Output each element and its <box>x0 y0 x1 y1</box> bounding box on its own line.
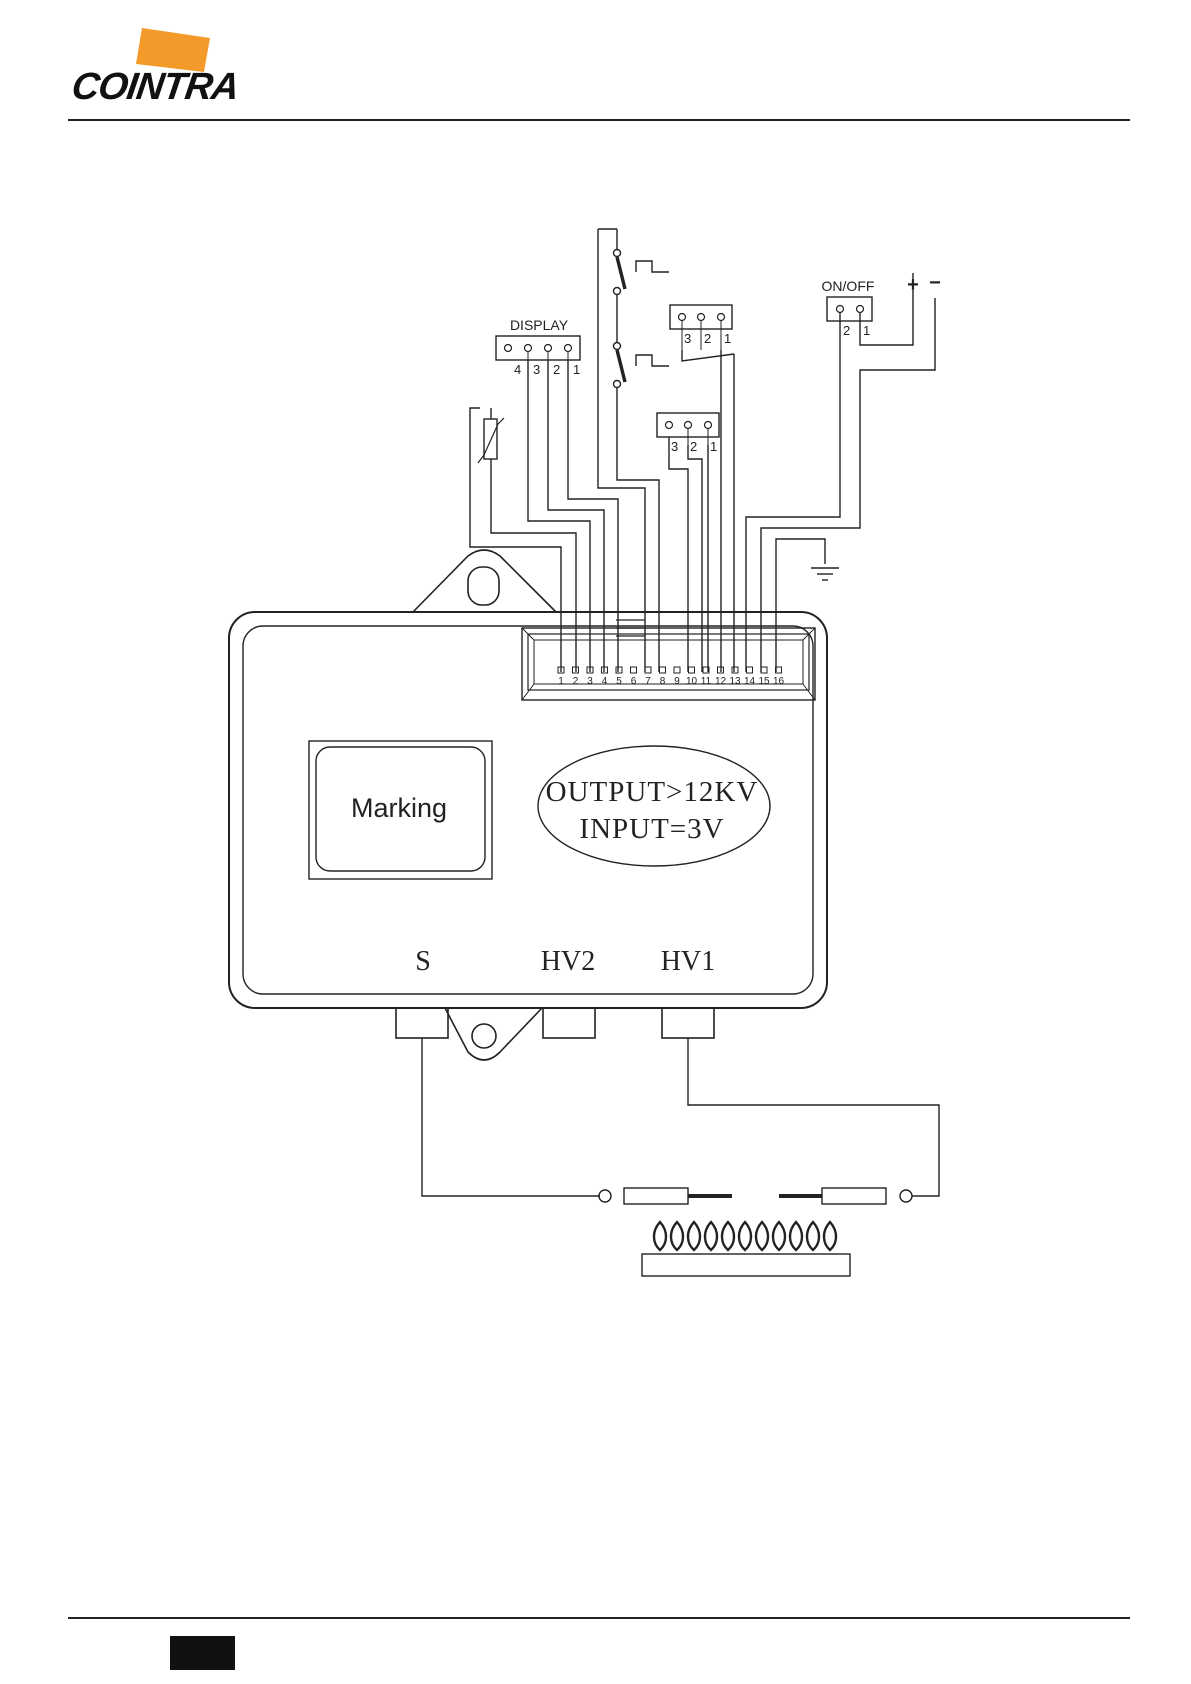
terminal-pin-label: 4 <box>602 676 608 687</box>
spec-ellipse: OUTPUT>12KV INPUT=3V <box>538 746 770 866</box>
terminal-pin-label: 1 <box>558 676 564 687</box>
terminal-pin-label: 2 <box>573 676 579 687</box>
terminal-pin-label: 5 <box>616 676 622 687</box>
terminal-pin-label: 8 <box>660 676 666 687</box>
terminal-pin-square <box>674 667 680 673</box>
output-label-hv1: HV1 <box>661 946 715 977</box>
connector-b-pin-1: 1 <box>710 439 717 454</box>
onoff-pin-1: 1 <box>863 323 870 338</box>
electrode-wiring <box>422 1038 939 1204</box>
flame-icon <box>807 1222 819 1250</box>
flame-icon <box>654 1222 666 1250</box>
flame-icon <box>671 1222 683 1250</box>
microswitches <box>598 229 669 388</box>
marking-label: Marking <box>351 793 447 823</box>
flame-icons <box>654 1222 836 1250</box>
terminal-pin-square <box>689 667 695 673</box>
flame-icon <box>739 1222 751 1250</box>
terminal-pin-square <box>732 667 738 673</box>
connector-b-pin-2: 2 <box>690 439 697 454</box>
terminal-pin-label: 13 <box>729 676 741 687</box>
flame-icon <box>722 1222 734 1250</box>
spec-input-text: INPUT=3V <box>579 813 724 845</box>
connector-a-pin-2: 2 <box>704 331 711 346</box>
display-pin-4: 4 <box>514 362 521 377</box>
onoff-connector: ON/OFF 2 1 <box>822 278 875 338</box>
terminal-pin-label: 3 <box>587 676 593 687</box>
flame-icon <box>688 1222 700 1250</box>
terminal-pin-label: 6 <box>631 676 637 687</box>
terminal-pin-label: 9 <box>674 676 680 687</box>
terminal-pin-square <box>645 667 651 673</box>
spec-output-text: OUTPUT>12KV <box>546 776 759 808</box>
terminal-pin-square <box>761 667 767 673</box>
flame-icon <box>705 1222 717 1250</box>
marking-box: Marking <box>309 741 492 879</box>
output-label-s: S <box>415 946 431 977</box>
terminal-pin-label: 14 <box>744 676 756 687</box>
display-label: DISPLAY <box>510 317 569 333</box>
onoff-label: ON/OFF <box>822 278 875 294</box>
connector-a: 3 2 1 <box>670 305 732 350</box>
thermistor <box>470 408 576 672</box>
terminal-pin-label: 12 <box>715 676 727 687</box>
flame-icon <box>756 1222 768 1250</box>
display-pin-3: 3 <box>533 362 540 377</box>
connector-a-pin-1: 1 <box>724 331 731 346</box>
terminal-pin-square <box>631 667 637 673</box>
flame-icon <box>790 1222 802 1250</box>
harness-wires <box>528 229 935 672</box>
footer-rule <box>68 1617 1130 1619</box>
flame-icon <box>824 1222 836 1250</box>
connector-a-pin-3: 3 <box>684 331 691 346</box>
display-pin-2: 2 <box>553 362 560 377</box>
output-label-hv2: HV2 <box>541 946 595 977</box>
terminal-pin-label: 15 <box>758 676 770 687</box>
terminal-pin-label: 11 <box>701 676 712 687</box>
terminal-pin-square <box>616 667 622 673</box>
burner <box>642 1222 850 1276</box>
terminal-pin-square <box>747 667 753 673</box>
display-pin-1: 1 <box>573 362 580 377</box>
ground-icon <box>811 568 839 580</box>
terminal-pin-label: 16 <box>773 676 785 687</box>
terminal-pin-label: 10 <box>686 676 698 687</box>
terminal-pin-square <box>660 667 666 673</box>
terminal-pin-squares <box>558 667 782 673</box>
battery-minus: − <box>929 272 941 294</box>
onoff-pin-2: 2 <box>843 323 850 338</box>
connector-b-pin-3: 3 <box>671 439 678 454</box>
terminal-pin-label: 7 <box>645 676 651 687</box>
flame-icon <box>773 1222 785 1250</box>
page-number-box <box>170 1636 235 1670</box>
